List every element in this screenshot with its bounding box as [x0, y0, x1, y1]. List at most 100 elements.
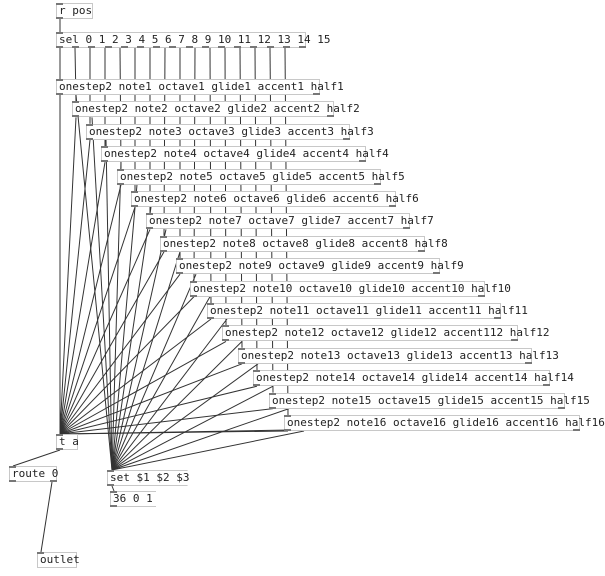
outlet-port[interactable]	[266, 46, 274, 48]
outlet-port[interactable]	[207, 317, 214, 319]
outlet-port[interactable]	[137, 46, 144, 48]
onestep2-object-4[interactable]: onestep2 note4 octave4 glide4 accent4 ha…	[101, 146, 389, 162]
outlet-port[interactable]	[56, 17, 63, 19]
outlet-port[interactable]	[573, 429, 580, 431]
onestep2-object-2[interactable]: onestep2 note2 octave2 glide2 accent2 ha…	[72, 101, 360, 117]
outlet-port[interactable]	[56, 46, 63, 48]
onestep2-object-6[interactable]: onestep2 note6 octave6 glide6 accent6 ha…	[131, 191, 419, 207]
inlet-port[interactable]	[110, 491, 117, 493]
inlet-port[interactable]	[253, 370, 260, 372]
inlet-port[interactable]	[176, 258, 183, 260]
inlet-port[interactable]	[107, 470, 114, 472]
outlet-port[interactable]	[558, 407, 565, 409]
outlet-port[interactable]	[185, 46, 193, 48]
outlet-port[interactable]	[190, 295, 197, 297]
outlet-port[interactable]	[418, 250, 425, 252]
onestep2-object-8[interactable]: onestep2 note8 octave8 glide8 accent8 ha…	[160, 236, 448, 252]
outlet-port[interactable]	[222, 339, 229, 341]
outlet-port[interactable]	[9, 480, 16, 482]
t-a-object[interactable]: t a	[56, 434, 79, 450]
onestep2-object-9[interactable]: onestep2 note9 octave9 glide9 accent9 ha…	[176, 258, 464, 274]
outlet-port[interactable]	[72, 46, 80, 48]
outlet-port[interactable]	[131, 205, 138, 207]
outlet-port[interactable]	[478, 295, 485, 297]
outlet-port[interactable]	[313, 93, 320, 95]
outlet-port[interactable]	[403, 227, 410, 229]
inlet-port[interactable]	[101, 146, 108, 148]
outlet-port[interactable]	[50, 480, 57, 482]
outlet-port[interactable]	[284, 429, 291, 431]
outlet-port[interactable]	[525, 362, 532, 364]
inlet-port[interactable]	[222, 325, 229, 327]
outlet-port[interactable]	[169, 46, 177, 48]
inlet-port[interactable]	[207, 303, 214, 305]
outlet-port[interactable]	[88, 46, 96, 48]
inlet-port[interactable]	[86, 124, 93, 126]
outlet-port[interactable]	[72, 115, 79, 117]
outlet-port[interactable]	[374, 183, 381, 185]
outlet-port[interactable]	[543, 384, 550, 386]
outlet-port[interactable]	[359, 160, 366, 162]
sel-object[interactable]: sel 0 1 2 3 4 5 6 7 8 9 10 11 12 13 14 1…	[56, 32, 331, 48]
onestep2-object-14[interactable]: onestep2 note14 octave14 glide14 accent1…	[253, 370, 574, 386]
outlet-port[interactable]	[218, 46, 225, 48]
onestep2-object-5[interactable]: onestep2 note5 octave5 glide5 accent5 ha…	[117, 169, 405, 185]
outlet-port[interactable]	[101, 160, 108, 162]
onestep2-object-15[interactable]: onestep2 note15 octave15 glide15 accent1…	[269, 393, 590, 409]
inlet-port[interactable]	[146, 213, 153, 215]
outlet-port[interactable]	[327, 115, 334, 117]
inlet-port[interactable]	[117, 169, 124, 171]
onestep2-object-11[interactable]: onestep2 note11 octave11 glide11 accent1…	[207, 303, 528, 319]
outlet-port[interactable]	[201, 46, 209, 48]
onestep2-object-7[interactable]: onestep2 note7 octave7 glide7 accent7 ha…	[146, 213, 434, 229]
outlet-port[interactable]	[238, 362, 245, 364]
inlet-port[interactable]	[131, 191, 138, 193]
outlet-port[interactable]	[250, 46, 258, 48]
inlet-port[interactable]	[56, 32, 63, 34]
outlet-port[interactable]	[511, 339, 518, 341]
onestep2-object-3[interactable]: onestep2 note3 octave3 glide3 accent3 ha…	[86, 124, 374, 140]
outlet-port[interactable]	[343, 138, 350, 140]
outlet-port[interactable]	[153, 46, 161, 48]
outlet-port[interactable]	[160, 250, 167, 252]
inlet-port[interactable]	[56, 434, 63, 436]
r-pos-object[interactable]: r pos	[56, 3, 93, 19]
onestep2-object-16[interactable]: onestep2 note16 octave16 glide16 accent1…	[284, 415, 605, 431]
outlet-port[interactable]	[299, 46, 306, 48]
outlet-port[interactable]	[433, 272, 440, 274]
outlet-port[interactable]	[110, 505, 117, 507]
outlet-port[interactable]	[282, 46, 290, 48]
inlet-port[interactable]	[37, 552, 44, 554]
inlet-port[interactable]	[9, 466, 16, 468]
inlet-port[interactable]	[56, 3, 63, 5]
route-object[interactable]: route 0	[9, 466, 58, 482]
outlet-port[interactable]	[389, 205, 396, 207]
outlet-port[interactable]	[117, 183, 124, 185]
outlet-port[interactable]	[56, 448, 63, 450]
inlet-port[interactable]	[56, 79, 63, 81]
onestep2-object-1[interactable]: onestep2 note1 octave1 glide1 accent1 ha…	[56, 79, 344, 95]
outlet-port[interactable]	[234, 46, 242, 48]
outlet-port[interactable]	[494, 317, 501, 319]
outlet-port[interactable]	[176, 272, 183, 274]
set-message-box[interactable]: set $1 $2 $3	[107, 470, 189, 486]
onestep2-object-13[interactable]: onestep2 note13 octave13 glide13 accent1…	[238, 348, 559, 364]
outlet-port[interactable]	[107, 484, 114, 486]
outlet-port[interactable]	[86, 138, 93, 140]
inlet-port[interactable]	[238, 348, 245, 350]
outlet-port[interactable]	[56, 93, 63, 95]
onestep2-object-10[interactable]: onestep2 note10 octave10 glide10 accent1…	[190, 281, 511, 297]
outlet-object[interactable]: outlet	[37, 552, 80, 568]
outlet-port[interactable]	[120, 46, 128, 48]
inlet-port[interactable]	[190, 281, 197, 283]
inlet-port[interactable]	[72, 101, 79, 103]
inlet-port[interactable]	[284, 415, 291, 417]
onestep2-object-12[interactable]: onestep2 note12 octave12 glide12 accent1…	[222, 325, 550, 341]
inlet-port[interactable]	[269, 393, 276, 395]
outlet-port[interactable]	[253, 384, 260, 386]
inlet-port[interactable]	[160, 236, 167, 238]
outlet-port[interactable]	[146, 227, 153, 229]
outlet-port[interactable]	[269, 407, 276, 409]
list-box[interactable]: 36 0 1	[110, 491, 156, 507]
